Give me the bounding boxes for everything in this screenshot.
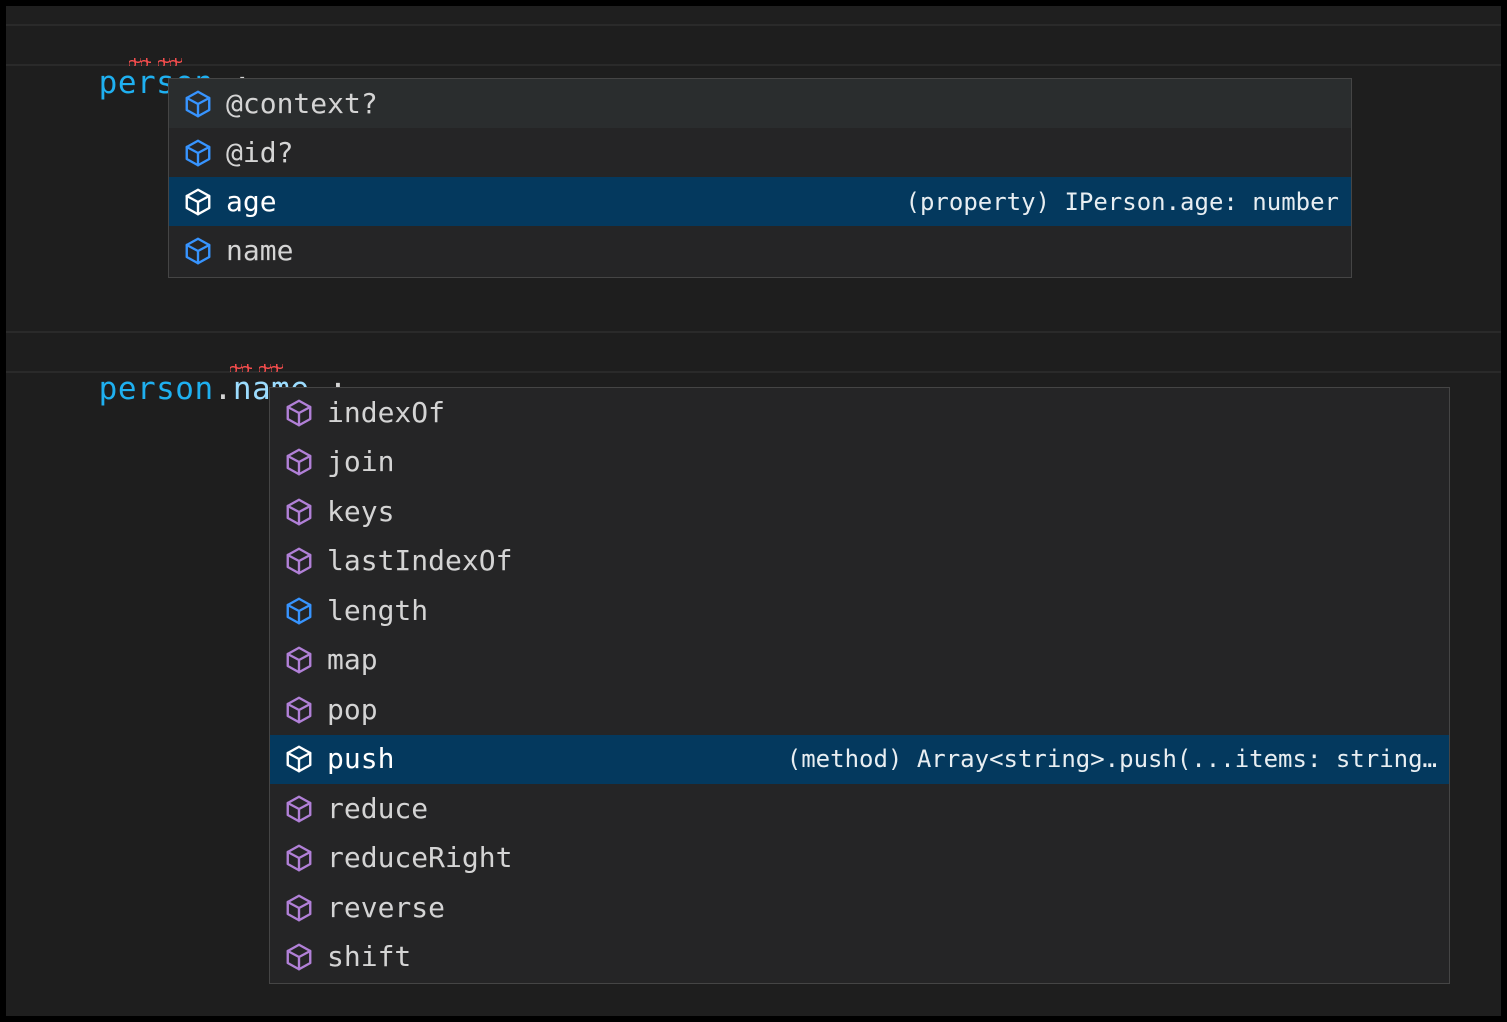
editor-surface: person.; person.name.; @context?@id?age(… [6,6,1501,1016]
property-cube-icon [286,597,312,625]
method-cube-icon [286,399,312,427]
error-squiggle-dot-1 [129,58,151,66]
suggest-item-label: @id? [226,135,294,169]
suggest-widget-person-name[interactable]: indexOf join keys lastIndexOf length map pop pu… [269,387,1450,984]
suggest-item-label: @context? [226,86,378,120]
error-squiggle-dot-2 [230,364,252,372]
editor-divider-above-line-2 [6,331,1501,333]
suggest-item-label: reverse [327,890,446,924]
suggest-item-map[interactable]: map [270,636,1449,686]
suggest-item-label: map [327,643,378,677]
suggest-item-name[interactable]: name [169,226,1351,275]
suggest-item-detail: (property) IPerson.age: number [905,187,1339,216]
property-cube-icon [185,237,211,264]
method-cube-icon [286,646,312,674]
suggest-item-id[interactable]: @id? [169,128,1351,177]
suggest-item-push[interactable]: push (method) Array<string>.push(...items… [270,734,1449,784]
suggest-item-label: shift [327,940,412,974]
suggest-item-label: push [327,742,395,776]
suggest-item-label: name [226,233,294,267]
suggest-item-reverse[interactable]: reverse [270,883,1449,933]
suggest-item-reduceright[interactable]: reduceRight [270,834,1449,884]
suggest-item-join[interactable]: join [270,438,1449,488]
suggest-item-label: reduce [327,791,429,825]
suggest-item-label: age [226,184,277,218]
suggest-item-keys[interactable]: keys [270,487,1449,537]
property-cube-icon [185,139,211,166]
suggest-item-shift[interactable]: shift [270,933,1449,983]
suggest-item-label: indexOf [327,395,446,429]
suggest-item-reduce[interactable]: reduce [270,784,1449,834]
suggest-item-length[interactable]: length [270,586,1449,636]
editor-divider-under-line-1 [6,64,1501,66]
method-cube-icon [286,498,312,526]
token-dot-2a: . [213,371,233,407]
suggest-item-label: keys [327,494,395,528]
suggest-item-label: reduceRight [327,841,513,875]
method-cube-icon [286,547,312,575]
method-cube-icon [286,844,312,872]
suggest-item-label: length [327,593,429,627]
method-cube-icon [286,745,312,773]
editor-top-strip [6,6,1501,24]
editor-divider-under-line-2 [6,371,1501,373]
suggest-item-age[interactable]: age (property) IPerson.age: number [169,177,1351,226]
suggest-item-label: join [327,445,395,479]
suggest-item-label: pop [327,692,378,726]
method-cube-icon [286,943,312,971]
suggest-item-lastindexof[interactable]: lastIndexOf [270,537,1449,587]
method-cube-icon [286,448,312,476]
suggest-widget-person[interactable]: @context? @id? age (property) IPerson.age: … [168,78,1352,278]
suggest-item-indexof[interactable]: indexOf [270,388,1449,438]
property-cube-icon [185,90,211,117]
suggest-item-detail: (method) Array<string>.push(...items: st… [786,745,1437,774]
error-squiggle-semicolon-1 [158,58,182,66]
method-cube-icon [286,696,312,724]
editor-divider-top [6,24,1501,26]
suggest-item-label: lastIndexOf [327,544,513,578]
suggest-item-pop[interactable]: pop [270,685,1449,735]
suggest-item-context[interactable]: @context? [169,79,1351,128]
token-variable-person-2: person [98,371,214,407]
property-cube-icon [185,188,211,215]
error-squiggle-semicolon-2 [259,364,283,372]
method-cube-icon [286,795,312,823]
method-cube-icon [286,894,312,922]
